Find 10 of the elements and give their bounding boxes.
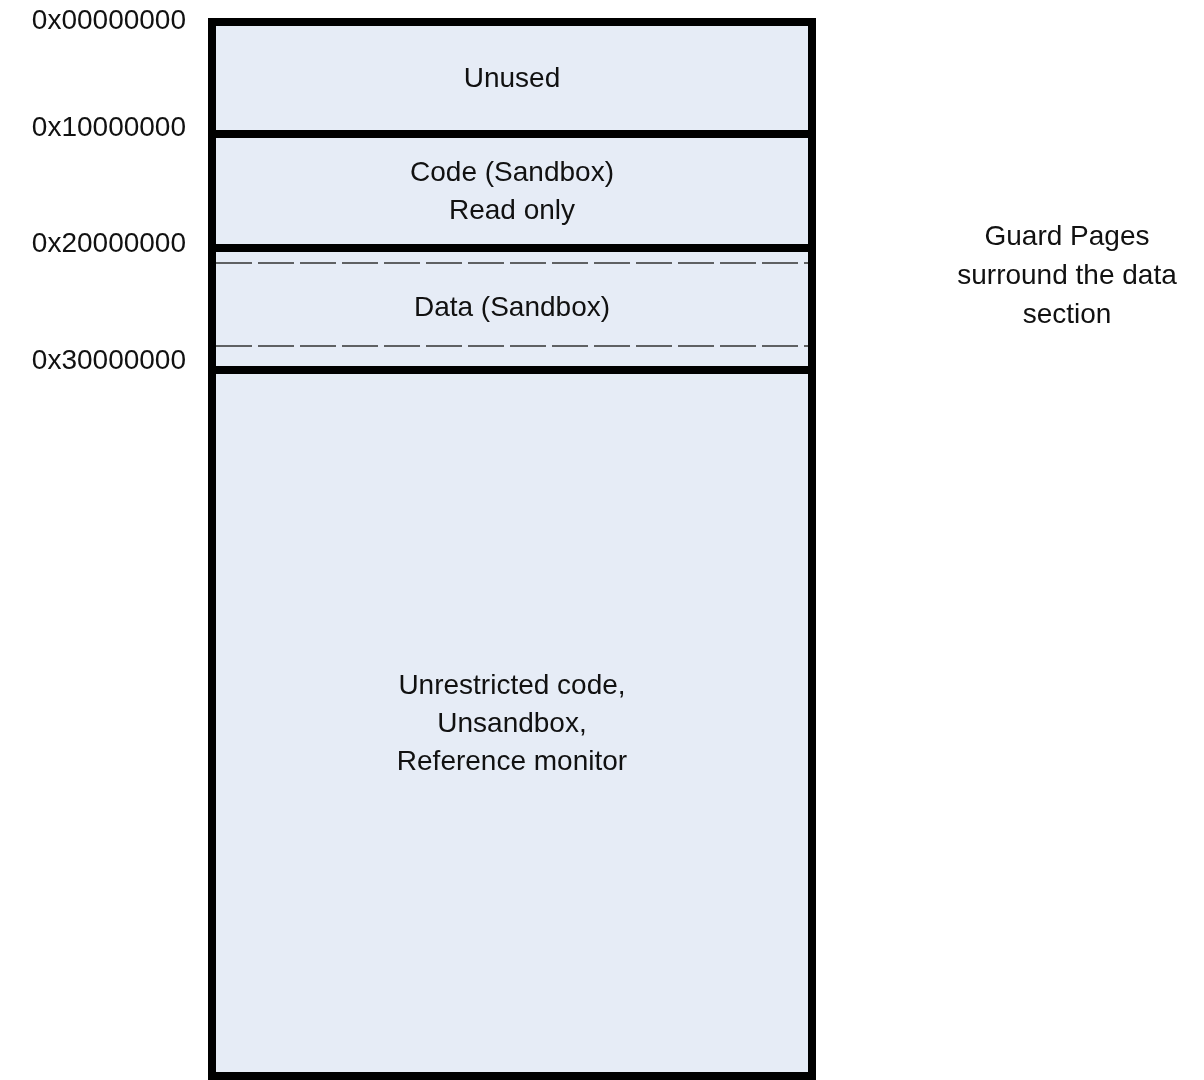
address-label: 0x20000000 bbox=[31, 227, 186, 259]
section-label: Data (Sandbox) bbox=[413, 290, 611, 324]
section-label: Read only bbox=[448, 193, 576, 227]
section-label: Unused bbox=[463, 61, 561, 95]
address-label: 0x10000000 bbox=[31, 111, 186, 143]
section-label: Unrestricted code, Unsandbox, Reference monitor bbox=[395, 668, 629, 778]
address-label: 0x30000000 bbox=[31, 344, 186, 376]
address-label: 0x00000000 bbox=[31, 4, 186, 36]
note-text: Guard Pages surround the data section bbox=[956, 219, 1178, 331]
section-label: Code (Sandbox) bbox=[410, 155, 614, 189]
